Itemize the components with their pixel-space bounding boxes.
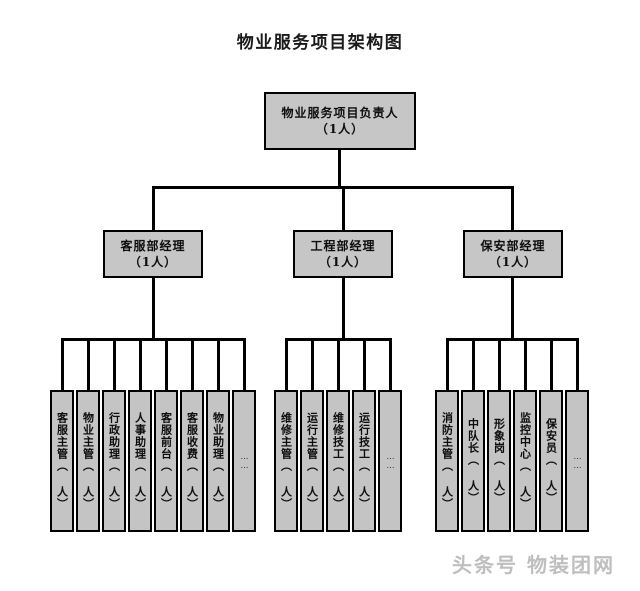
connector-drop-g0-5 [191,338,194,392]
connector-drop-g0-3 [139,338,142,392]
connector-drop-mgr-2 [511,186,514,232]
org-node-manager-2-name: 保安部经理 [480,238,546,253]
org-leaf-g2-2: 形象岗（ 人） [487,390,511,532]
connector-drop-g2-5 [576,338,579,392]
org-leaf-g2-5-label: …… [573,452,582,470]
connector-drop-g1-1 [311,338,314,392]
org-node-manager-2: 保安部经理 （1人） [463,230,563,278]
connector-bar-group-0 [61,338,246,341]
org-leaf-g0-0-label: 客服主管（ 人） [55,412,69,510]
org-node-root-count: （1人） [315,122,365,136]
connector-drop-g0-6 [217,338,220,392]
org-leaf-g1-3: 运行技工（ 人） [352,390,376,532]
page-title: 物业服务项目架构图 [236,33,404,53]
org-leaf-g1-2: 维修技工（ 人） [326,390,350,532]
org-leaf-g0-7-ellipsis: …… [232,390,256,532]
org-leaf-g1-4-label: …… [386,452,395,470]
org-leaf-g0-4-label: 客服前台（ 人） [159,412,173,510]
connector-level2-bar [152,186,514,189]
org-leaf-g1-1: 运行主管（ 人） [300,390,324,532]
org-leaf-g1-3-label: 运行技工（ 人） [357,412,371,510]
org-node-manager-1-count: （1人） [318,255,368,269]
connector-drop-g0-4 [165,338,168,392]
org-leaf-g1-0-label: 维修主管（ 人） [279,412,293,510]
org-leaf-g2-0: 消防主管（ 人） [435,390,459,532]
connector-stem-group-0 [152,278,155,340]
org-leaf-g0-0: 客服主管（ 人） [50,390,74,532]
org-leaf-g0-5: 客服收费（ 人） [180,390,204,532]
org-leaf-g2-2-label: 形象岗（ 人） [492,418,506,504]
org-leaf-g0-2: 行政助理（ 人） [102,390,126,532]
org-node-manager-0: 客服部经理 （1人） [103,230,203,278]
connector-root-stem [338,150,341,188]
org-leaf-g0-6-label: 物业助理（ 人） [211,412,225,510]
org-leaf-g0-4: 客服前台（ 人） [154,390,178,532]
org-leaf-g2-4: 保安员（ 人） [539,390,563,532]
connector-drop-g1-2 [337,338,340,392]
org-leaf-g0-7-label: …… [240,452,249,470]
org-leaf-g0-3: 人事助理（ 人） [128,390,152,532]
org-leaf-g0-1-label: 物业主管（ 人） [81,412,95,510]
connector-drop-mgr-1 [342,186,345,232]
org-leaf-g2-1-label: 中队长（ 人） [466,418,480,504]
org-leaf-g0-3-label: 人事助理（ 人） [133,412,147,510]
connector-drop-g2-3 [524,338,527,392]
connector-drop-g1-3 [363,338,366,392]
connector-drop-g0-1 [87,338,90,392]
org-leaf-g1-4-ellipsis: …… [378,390,402,532]
connector-stem-group-2 [511,278,514,340]
org-node-manager-1: 工程部经理 （1人） [293,230,393,278]
connector-drop-g1-4 [389,338,392,392]
org-node-root-name: 物业服务项目负责人 [281,105,399,120]
connector-drop-g0-2 [113,338,116,392]
connector-drop-mgr-0 [152,186,155,232]
org-leaf-g0-6: 物业助理（ 人） [206,390,230,532]
connector-drop-g2-1 [472,338,475,392]
watermark-text: 头条号 物装团网 [452,553,615,577]
org-leaf-g2-5-ellipsis: …… [565,390,589,532]
org-leaf-g1-2-label: 维修技工（ 人） [331,412,345,510]
org-leaf-g2-1: 中队长（ 人） [461,390,485,532]
org-leaf-g0-5-label: 客服收费（ 人） [185,412,199,510]
org-leaf-g2-3-label: 监控中心（ 人） [518,412,532,510]
org-node-manager-0-name: 客服部经理 [120,238,186,253]
connector-drop-g1-0 [285,338,288,392]
org-leaf-g0-2-label: 行政助理（ 人） [107,412,121,510]
connector-bar-group-2 [446,338,579,341]
org-leaf-g2-3: 监控中心（ 人） [513,390,537,532]
connector-stem-group-1 [342,278,345,340]
connector-drop-g2-2 [498,338,501,392]
connector-drop-g0-7 [243,338,246,392]
org-leaf-g2-4-label: 保安员（ 人） [544,418,558,504]
org-leaf-g2-0-label: 消防主管（ 人） [440,412,454,510]
org-leaf-g1-0: 维修主管（ 人） [274,390,298,532]
org-node-manager-2-count: （1人） [488,255,538,269]
connector-drop-g2-0 [446,338,449,392]
org-node-manager-0-count: （1人） [128,255,178,269]
connector-drop-g2-4 [550,338,553,392]
org-leaf-g1-1-label: 运行主管（ 人） [305,412,319,510]
connector-drop-g0-0 [61,338,64,392]
org-node-manager-1-name: 工程部经理 [310,238,376,253]
org-leaf-g0-1: 物业主管（ 人） [76,390,100,532]
org-node-root: 物业服务项目负责人 （1人） [264,92,416,150]
